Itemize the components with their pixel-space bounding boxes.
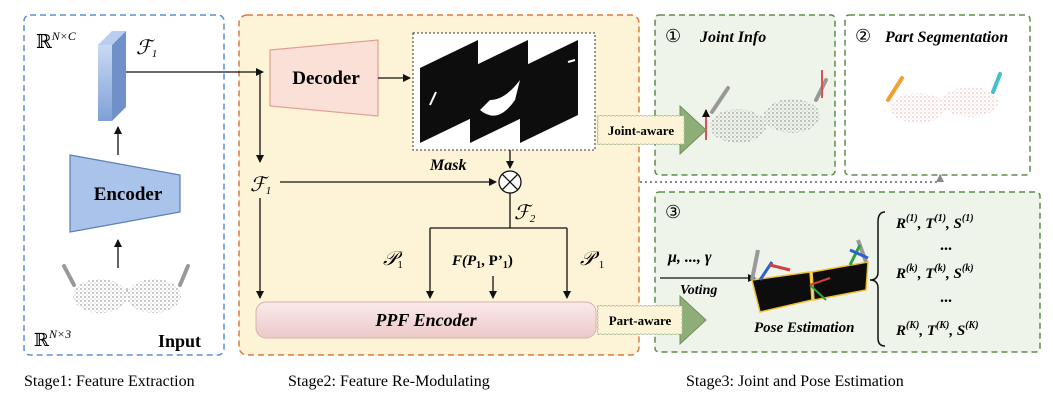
result-row-K: R(K), T(K), S(K) [895, 320, 979, 339]
joint-info-title: Joint Info [699, 29, 766, 46]
mask-image [412, 32, 596, 151]
result-ellipsis-2: ... [940, 289, 952, 306]
part-seg-panel [844, 14, 1031, 176]
results-bracket [869, 211, 886, 347]
joint-aware-label: Joint-aware [608, 123, 674, 138]
feature-f1-label: ℱ1 [136, 37, 157, 60]
result-row-k: R(k), T(k), S(k) [895, 263, 974, 282]
joint-info-number: ① [665, 26, 681, 46]
joint-info-glasses [702, 70, 828, 143]
multiply-node [498, 170, 522, 194]
ppf-encoder-label: PPF Encoder [374, 310, 477, 330]
part-seg-title: Part Segmentation [884, 29, 1008, 46]
voting-label: Voting [680, 283, 717, 298]
mask-label: Mask [429, 157, 466, 174]
result-ellipsis-1: ... [940, 237, 952, 254]
ppf-encoder-block [255, 301, 597, 339]
ppf-function-label: F(P1, P’1) [451, 253, 513, 271]
pose-glasses [750, 239, 869, 313]
p1prime-label: 𝒫′1 [580, 248, 604, 271]
encoder-label: Encoder [94, 184, 163, 205]
stage1-caption: Stage1: Feature Extraction [24, 373, 195, 390]
stage3-caption: Stage3: Joint and Pose Estimation [686, 373, 904, 390]
params-label: μ, ..., γ [667, 249, 712, 266]
result-row-1: R(1), T(1), S(1) [895, 213, 974, 232]
f2-label: ℱ2 [514, 202, 536, 225]
pose-estimation-label: Pose Estimation [754, 320, 854, 336]
encoder-block [69, 154, 181, 233]
input-label: Input [158, 331, 201, 351]
input-point-cloud [62, 264, 190, 313]
pose-number: ③ [665, 202, 681, 222]
stage2-caption: Stage2: Feature Re-Modulating [288, 373, 490, 390]
decoder-label: Decoder [292, 68, 360, 89]
joint-aware-arrow [597, 104, 707, 156]
decoder-block [269, 39, 379, 117]
part-seg-number: ② [855, 26, 871, 46]
feature-dim-label: ℝN×C [36, 29, 77, 53]
part-aware-arrow [597, 294, 707, 346]
part-seg-glasses [886, 72, 1002, 123]
f1-label: ℱ1 [250, 174, 271, 197]
feature-cube [98, 31, 126, 121]
input-dim-label: ℝN×3 [34, 327, 71, 350]
part-aware-label: Part-aware [609, 313, 672, 328]
